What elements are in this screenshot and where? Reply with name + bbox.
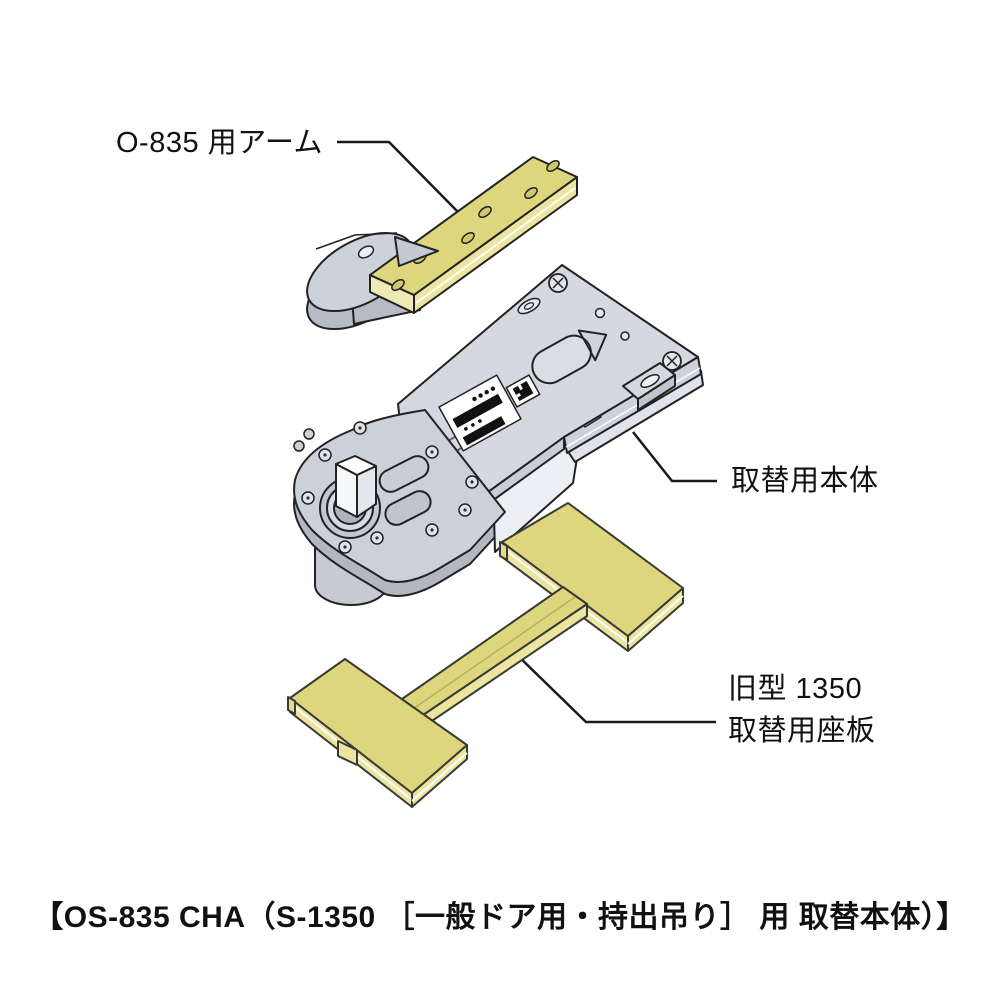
base-plate-tab	[337, 740, 358, 766]
label-body: 取替用本体	[731, 465, 879, 497]
label-base-plate-line2: 取替用座板	[728, 715, 876, 747]
arm-bar	[369, 156, 578, 314]
flange-notch	[384, 490, 432, 526]
base-plate-pad-left-top	[289, 658, 468, 794]
mounting-tab	[622, 362, 676, 411]
arm-bar-holes	[391, 160, 560, 291]
body-illustration	[293, 264, 704, 606]
plate-hole-small-2	[620, 331, 630, 341]
label-arm: O-835 用アーム	[116, 127, 324, 159]
arm-bar-top	[369, 156, 578, 296]
plate-screw-right	[662, 351, 682, 371]
base-plate-bar	[401, 586, 588, 728]
flange-edge-pins	[293, 428, 315, 452]
base-plate-pad-right-top	[501, 502, 684, 637]
arm-pivot-hole	[357, 245, 375, 259]
base-plate-lip-left	[287, 696, 296, 715]
arm-head-edge-line	[315, 232, 398, 250]
base-plate-illustration	[287, 502, 684, 808]
label-base-plate: 旧型 1350 取替用座板	[728, 668, 876, 752]
flange-ridge	[378, 455, 430, 493]
serial-label-sticker	[438, 374, 522, 452]
leader-line-body	[632, 431, 717, 483]
brand-mark-icon	[505, 374, 541, 408]
base-plate-pad-left	[287, 658, 468, 808]
leader-lines	[337, 140, 717, 724]
flange-screws	[301, 421, 479, 554]
plate-screw-top	[548, 273, 568, 293]
leader-line-base-plate	[513, 651, 716, 724]
label-base-plate-line1: 旧型 1350	[728, 673, 863, 705]
plate-latch-boss	[531, 329, 608, 385]
arm-illustration	[306, 156, 578, 331]
base-plate-lip-right	[499, 541, 508, 561]
plate-oval-slot	[517, 297, 541, 315]
leader-line-arm	[337, 140, 461, 215]
arm-head-wedge	[394, 236, 439, 267]
plate-hole-small-1	[594, 307, 606, 319]
figure-caption: 【OS-835 CHA（S-1350 ［一般ドア用・持出吊り］ 用 取替本体）】	[33, 901, 967, 934]
spindle-shaft	[335, 455, 377, 518]
